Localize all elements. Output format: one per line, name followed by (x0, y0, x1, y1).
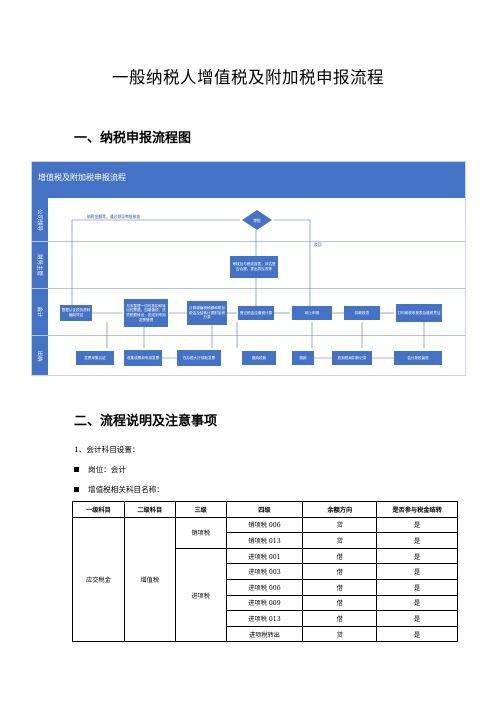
flowchart: 增值税及附加税申报流程 公司领导 财务主管 会计 出纳 (31, 161, 466, 376)
table-cell: 销项税 013 (225, 532, 304, 549)
cell-level3-input: 进项税 (174, 547, 227, 643)
lane-accountant: 会计 (32, 289, 465, 336)
cell-level3-output: 销项税 (174, 516, 227, 549)
box-acc-voucher: 根据认证税务资料编制凭证 (60, 305, 92, 321)
table-cell: 进项税 009 (225, 594, 304, 612)
document-title: 一般纳税人增值税及附加税申报流程 (112, 68, 384, 87)
swimlanes: 公司领导 财务主管 会计 出纳 (32, 198, 465, 375)
box-acc-month-end: 月末整理一切可抵扣和转出的票据，如增值税、进项税额转出，发送到专用发票管理 (124, 299, 168, 327)
table-cell: 进项税 006 (225, 578, 304, 596)
lane-cashier: 出纳 (32, 336, 465, 375)
table-header: 三级 (174, 501, 227, 518)
paragraph-account-setup: 1、会计科目设置： (74, 445, 140, 454)
box-cash-office: 在办税大厅领取发票 (177, 350, 221, 366)
box-acc-online: 网上申报 (292, 306, 332, 320)
table-row: 进项税转出 贷 是 (73, 625, 458, 643)
table-header-row: 一级科目 二级科目 三级 四级 余额方向 是否参与税金结转 (72, 501, 458, 518)
box-acc-calc: 计算增值税税额和附加税金及结转计提附加税分录 (187, 301, 227, 325)
box-cash-remit: 缴款 (292, 351, 314, 365)
table-cell: 进项税 001 (225, 547, 304, 565)
table-cell: 销项税 006 (225, 516, 304, 534)
section-heading-2: 二、流程说明及注意事项 (74, 414, 218, 429)
leader-review-label: 审批 (253, 218, 261, 223)
table-cell: 是 (376, 625, 458, 643)
flowchart-header: 增值税及附加税申报流程 (32, 162, 465, 198)
accounts-table: 一级科目 二级科目 三级 四级 余额方向 是否参与税金结转 应交税金 增值税 销… (72, 501, 458, 643)
box-cash-receive: 收集领票和专用发票 (124, 350, 162, 366)
table-cell: 贷 (302, 532, 378, 549)
table-cell: 借 (302, 594, 378, 612)
table-header: 一级科目 (72, 501, 125, 518)
lane-leader: 公司领导 (32, 198, 465, 242)
bullet-square-icon (74, 487, 79, 492)
table-cell: 是 (376, 532, 458, 549)
table-cell: 进项税 003 (225, 563, 304, 580)
table-cell: 借 (302, 610, 378, 627)
cell-level1: 应交税金 (72, 516, 125, 643)
table-cell: 贷 (302, 625, 378, 643)
box-cash-keep: 会计报税留底 (394, 351, 442, 365)
table-row: 进项税 003 借 是 (73, 563, 458, 580)
table-cell: 贷 (302, 516, 378, 534)
box-acc-print: 打印纳税申报表及缴税凭证 (396, 304, 442, 322)
bullet-position: 岗位：会计 (74, 464, 126, 475)
flowchart-title: 增值税及附加税申报流程 (38, 173, 126, 182)
table-cell: 是 (376, 610, 458, 627)
table-cell: 借 (302, 547, 378, 565)
table-cell: 进项税转出 (225, 625, 304, 643)
table-cell: 是 (376, 578, 458, 596)
bullet-square-icon (74, 467, 79, 472)
table-cell: 借 (302, 578, 378, 596)
table-cell: 是 (376, 547, 458, 565)
box-acc-check: 扣款核查 (344, 306, 380, 320)
bullet-accounts: 增值税相关科目名称： (74, 484, 164, 495)
note-top: 纳税金额等，通过领导审批核准 (87, 214, 141, 219)
section-heading-1: 一、纳税申报流程图 (74, 131, 192, 146)
table-cell: 借 (302, 563, 378, 580)
table-header: 余额方向 (302, 501, 378, 518)
box-acc-register: 登记税金应缴税计算 (238, 306, 274, 320)
table-cell: 进项税 013 (225, 610, 304, 627)
table-header: 四级 (225, 501, 304, 518)
table-cell: 是 (376, 563, 458, 580)
table-cell: 是 (376, 516, 458, 534)
lane-manager: 财务主管 (32, 242, 465, 289)
table-row: 应交税金 增值税 销项税 销项税 006 贷 是 (72, 516, 458, 643)
box-manager-review: 审核及与税收报表，评估是否合理，提出异议改等 (230, 256, 278, 278)
cell-level2: 增值税 (123, 516, 176, 643)
approval-diamond (242, 210, 272, 230)
table-row: 进项税 进项税 001 借 是 (73, 547, 458, 643)
note-return: 驳回 (314, 242, 322, 247)
flow-connectors (71, 210, 425, 359)
table-row: 进项税 009 借 是 (73, 594, 458, 612)
box-cash-pay: 缴纳税款 (242, 351, 276, 365)
box-cash-collect: 发票采集认证 (76, 351, 114, 365)
box-cash-record: 收到税局扣款记录 (332, 351, 372, 365)
table-header: 是否参与税金结转 (376, 501, 458, 518)
table-cell: 是 (376, 594, 458, 612)
table-header: 二级科目 (123, 501, 176, 518)
